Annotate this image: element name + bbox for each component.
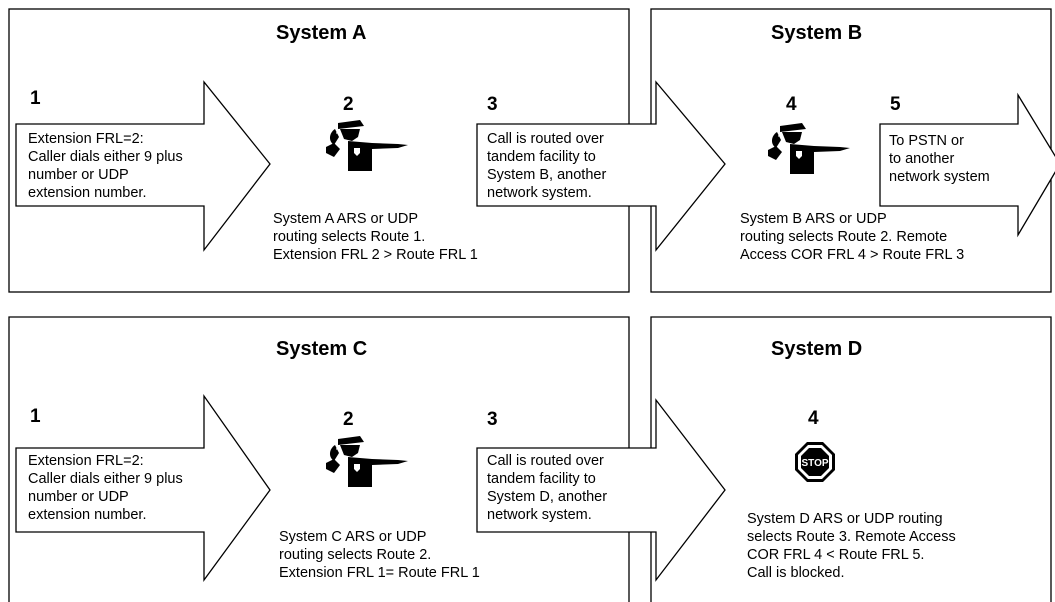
step-3-a-description: Call is routed over tandem facility to S…: [487, 131, 607, 201]
police-officer-icon: [325, 119, 409, 172]
step-2-a-description: System A ARS or UDP routing selects Rout…: [273, 211, 478, 263]
step-5-b-description: To PSTN or to another network system: [889, 133, 990, 185]
step-number-1-a: 1: [30, 88, 41, 109]
arrow-step-3-a: [476, 80, 726, 252]
panel-title-system-d: System D: [771, 338, 863, 360]
step-2-c-description: System C ARS or UDP routing selects Rout…: [279, 529, 480, 581]
arrow-step-3-c: [476, 398, 726, 582]
step-4-d-description: System D ARS or UDP routing selects Rout…: [747, 511, 956, 581]
arrow-step-5-b: [879, 92, 1055, 238]
step-1-c-description: Extension FRL=2: Caller dials either 9 p…: [28, 453, 183, 523]
step-3-c-description: Call is routed over tandem facility to S…: [487, 453, 608, 523]
step-4-b-description: System B ARS or UDP routing selects Rout…: [740, 211, 965, 263]
step-number-1-c: 1: [30, 406, 41, 427]
step-number-5-b: 5: [890, 94, 901, 115]
panel-title-system-a: System A: [276, 22, 367, 44]
panel-title-system-b: System B: [771, 22, 863, 44]
step-number-4-b: 4: [786, 94, 797, 115]
arrow-step-1-a: [15, 80, 271, 252]
panel-title-system-c: System C: [276, 338, 368, 360]
step-number-3-a: 3: [487, 94, 498, 115]
police-officer-icon: [325, 435, 409, 488]
stop-sign-icon: STOP: [795, 442, 835, 482]
step-1-a-description: Extension FRL=2: Caller dials either 9 p…: [28, 131, 183, 201]
step-number-3-c: 3: [487, 409, 498, 430]
step-number-4-d: 4: [808, 408, 819, 429]
arrow-step-1-c: [15, 393, 271, 582]
step-number-2-a: 2: [343, 94, 354, 115]
stop-sign-label: STOP: [801, 458, 828, 469]
police-officer-icon: [767, 122, 851, 175]
step-number-2-c: 2: [343, 409, 354, 430]
